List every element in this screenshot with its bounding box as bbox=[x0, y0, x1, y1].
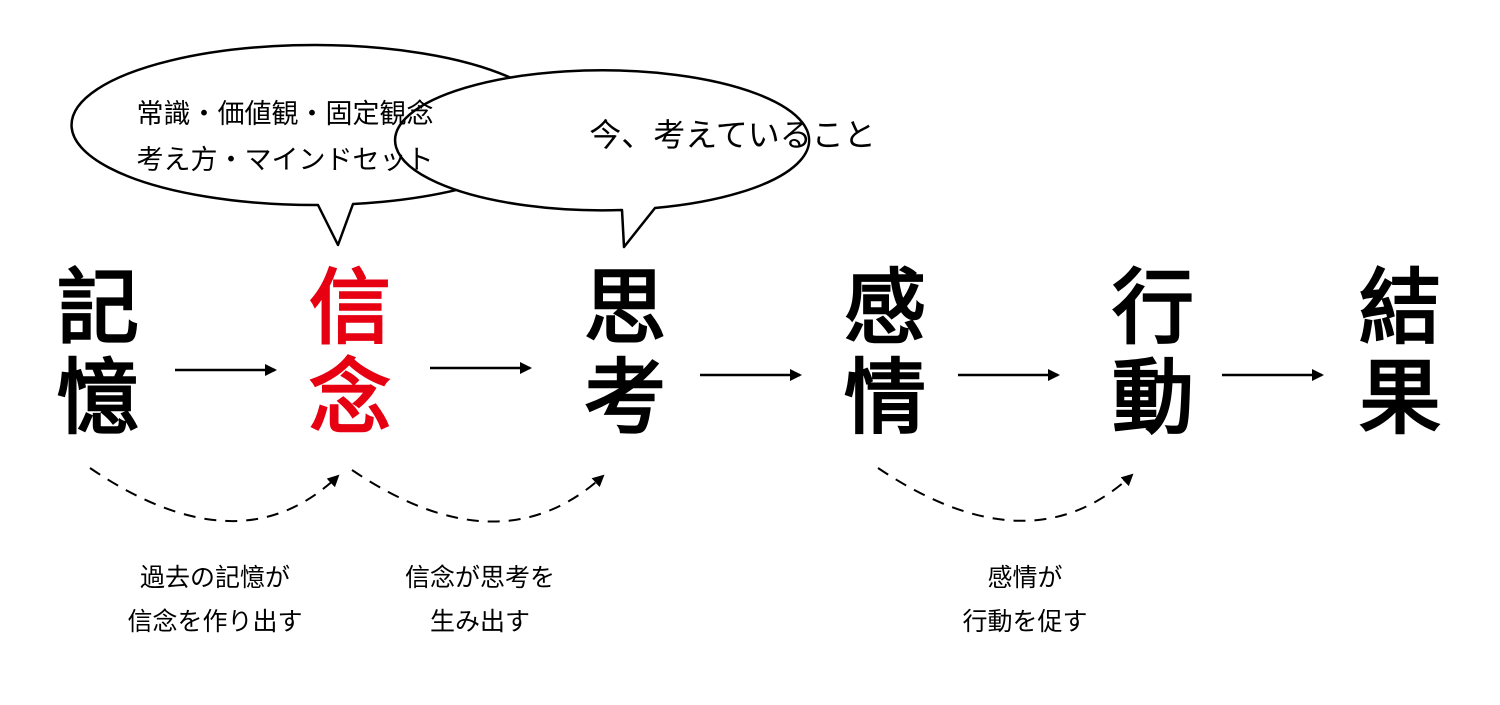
bubble-thoughts-text: 今、考えていること bbox=[545, 115, 920, 155]
caption-emotion-action: 感情が 行動を促す bbox=[915, 556, 1135, 644]
node-memory-char2: 憶 bbox=[56, 351, 139, 446]
bubble-beliefs-text: 常識・価値観・固定観念 考え方・マインドセット bbox=[60, 92, 510, 184]
bubble-thoughts-line1: 今、考えていること bbox=[589, 116, 876, 154]
node-belief-char2: 念 bbox=[308, 351, 391, 446]
dashed-arrow-memory-to-belief bbox=[89, 467, 340, 522]
dashed-arrow-belief-to-thought bbox=[351, 469, 605, 523]
caption-belief-thought-line1: 信念が思考を bbox=[404, 563, 555, 592]
node-result-char1: 結 bbox=[1358, 261, 1441, 356]
node-emotion-char1: 感 bbox=[843, 261, 926, 356]
caption-emotion-action-line1: 感情が bbox=[987, 563, 1063, 592]
caption-memory-belief: 過去の記憶が 信念を作り出す bbox=[95, 556, 335, 644]
node-action-char2: 動 bbox=[1111, 351, 1194, 446]
caption-memory-belief-line1: 過去の記憶が bbox=[139, 563, 290, 592]
bubble-beliefs-line2: 考え方・マインドセット bbox=[136, 145, 434, 176]
node-belief-char1: 信 bbox=[308, 261, 391, 356]
dashed-arrow-emotion-to-action bbox=[877, 467, 1134, 522]
caption-memory-belief-line2: 信念を作り出す bbox=[127, 607, 303, 636]
caption-belief-thought-line2: 生み出す bbox=[429, 607, 530, 636]
caption-emotion-action-line2: 行動を促す bbox=[962, 607, 1088, 636]
node-memory-char1: 記 bbox=[56, 261, 139, 356]
node-thought-char2: 考 bbox=[583, 351, 666, 446]
node-thought-char1: 思 bbox=[583, 261, 666, 356]
node-action-char1: 行 bbox=[1111, 261, 1194, 356]
node-result-char2: 果 bbox=[1358, 351, 1441, 446]
bubble-beliefs-line1: 常識・価値観・固定観念 bbox=[136, 99, 434, 130]
node-emotion-char2: 情 bbox=[843, 351, 926, 446]
speech-bubble-thoughts bbox=[393, 69, 811, 249]
caption-belief-thought: 信念が思考を 生み出す bbox=[370, 556, 590, 644]
